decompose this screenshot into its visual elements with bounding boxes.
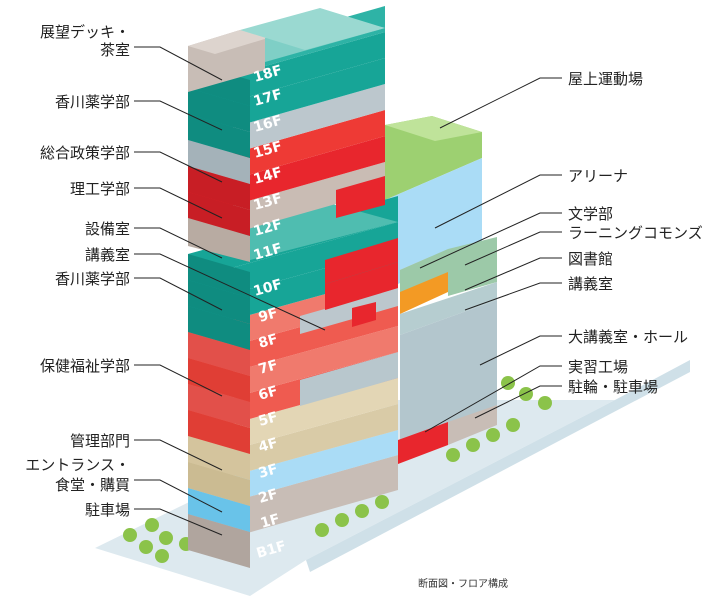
- tree-icon: [335, 513, 349, 527]
- floor-label-17f: 17F: [252, 86, 284, 109]
- tree-icon: [506, 418, 520, 432]
- label-pharmacy-upper: 香川薬学部: [55, 93, 130, 111]
- label-entrance-line1: エントランス・: [25, 456, 130, 474]
- label-admin: 管理部門: [70, 432, 130, 450]
- floor-label-1f: 1F: [259, 511, 282, 532]
- label-pharmacy-lower: 香川薬学部: [55, 270, 130, 288]
- label-arena: アリーナ: [568, 167, 628, 185]
- floor-label-12f: 12F: [252, 216, 284, 239]
- library-block: [400, 272, 448, 314]
- tree-icon: [123, 528, 137, 542]
- tree-icon: [501, 376, 515, 390]
- tree-icon: [519, 387, 533, 401]
- arena-block: [385, 158, 482, 290]
- label-lecture-right: 講義室: [568, 275, 613, 293]
- tree-icon: [159, 531, 173, 545]
- floor-label-8f: 8F: [257, 331, 280, 352]
- floor-label-11f: 11F: [252, 240, 284, 263]
- tree-icon: [486, 428, 500, 442]
- floor-label-4f: 4F: [257, 435, 280, 456]
- tree-icon: [155, 549, 169, 563]
- floor-label-13f: 13F: [252, 190, 284, 213]
- floor-label-14f: 14F: [252, 164, 284, 187]
- label-facility: 設備室: [85, 220, 130, 238]
- label-parking: 駐車場: [85, 501, 130, 519]
- tree-icon: [466, 438, 480, 452]
- tree-icon: [375, 495, 389, 509]
- floor-label-16f: 16F: [252, 112, 284, 135]
- label-entrance-line2: 食堂・購買: [55, 476, 130, 494]
- label-lecture-left: 講義室: [85, 246, 130, 264]
- label-engineering: 理工学部: [70, 180, 130, 198]
- label-hall: 大講義室・ホール: [568, 328, 688, 346]
- diagram-caption: 断面図・フロア構成: [418, 577, 508, 590]
- label-library: 図書館: [568, 250, 613, 268]
- floor-label-18f: 18F: [252, 62, 284, 85]
- label-workshop: 実習工場: [568, 358, 628, 376]
- tower: [188, 6, 398, 568]
- floor-label-10f: 10F: [252, 276, 284, 299]
- tree-icon: [139, 540, 153, 554]
- label-literature: 文学部: [568, 205, 613, 223]
- tree-icon: [145, 518, 159, 532]
- bike-parking-block: [448, 405, 497, 445]
- floor-label-2f: 2F: [257, 486, 280, 507]
- floor-label-5f: 5F: [257, 409, 280, 430]
- floor-label-15f: 15F: [252, 138, 284, 161]
- workshop-block: [398, 422, 448, 464]
- label-bike-parking: 駐輪・駐車場: [568, 378, 658, 396]
- hall-block: [400, 300, 497, 445]
- tree-icon: [355, 504, 369, 518]
- floor-label-9f: 9F: [257, 305, 280, 326]
- label-policy: 総合政策学部: [40, 144, 130, 162]
- label-deck-line1: 展望デッキ・: [40, 23, 130, 41]
- rooftop-field-block: [385, 116, 482, 200]
- label-learning-commons: ラーニングコモンズ: [568, 224, 703, 242]
- floor-label-6f: 6F: [257, 383, 280, 404]
- tree-icon: [446, 448, 460, 462]
- floor-label-7f: 7F: [257, 357, 280, 378]
- label-deck-line2: 茶室: [100, 41, 130, 59]
- floor-label-b1f: B1F: [255, 538, 288, 562]
- label-rooftop: 屋上運動場: [568, 70, 643, 88]
- label-welfare: 保健福祉学部: [40, 357, 130, 375]
- leader-lines: [134, 46, 562, 536]
- floor-label-3f: 3F: [257, 461, 280, 482]
- podium-wing: [385, 116, 497, 464]
- right-lecture-block: [400, 282, 497, 335]
- tree-icon: [538, 396, 552, 410]
- tree-icon: [315, 523, 329, 537]
